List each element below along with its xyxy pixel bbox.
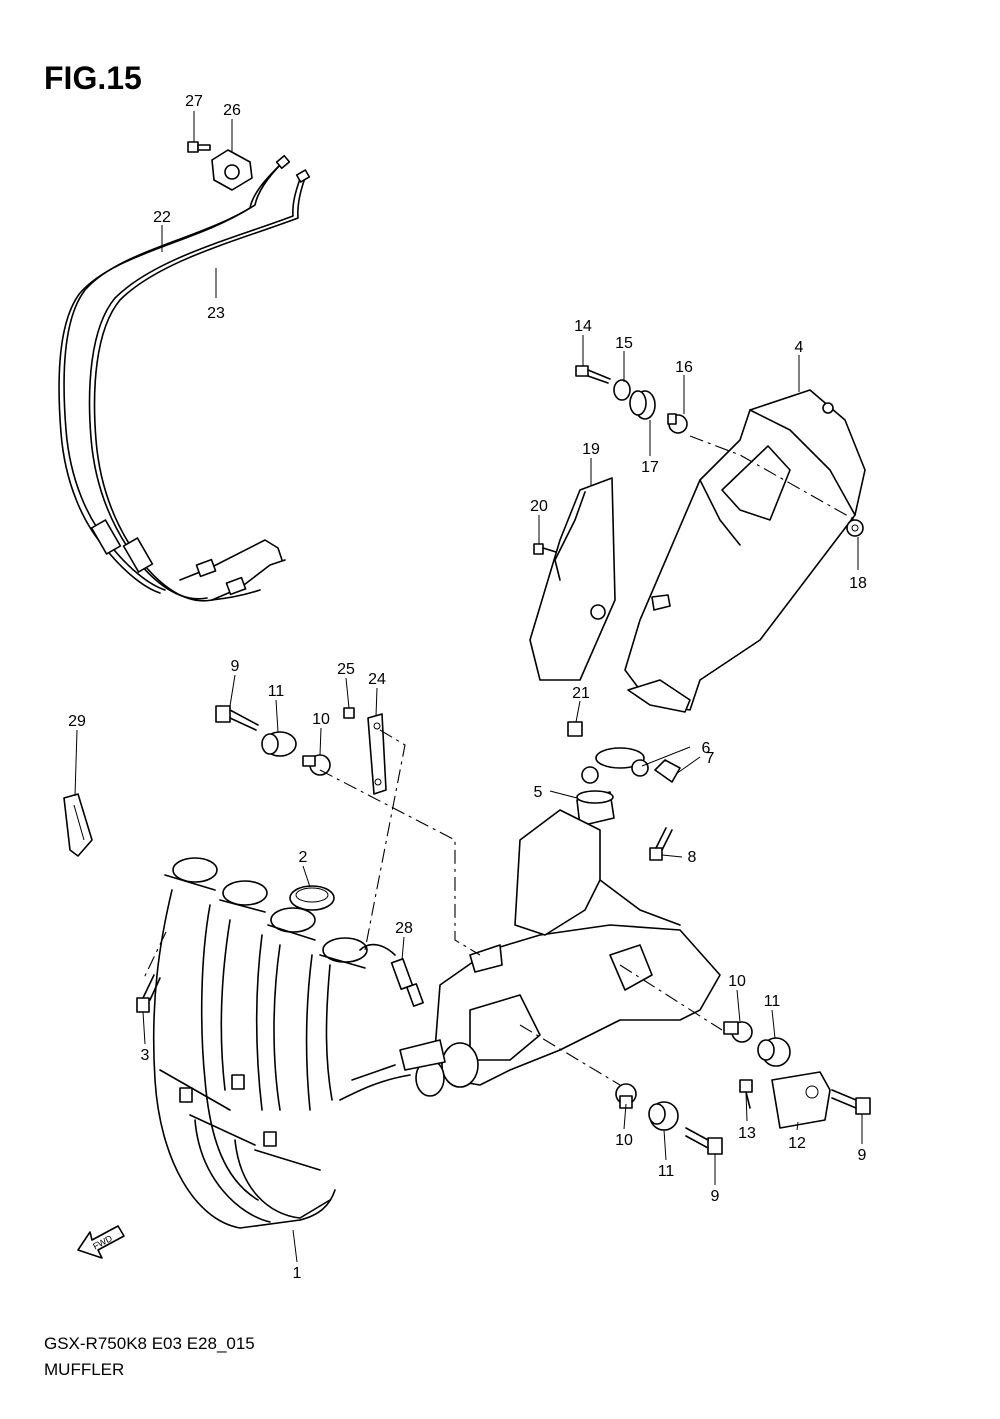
- callout-24: 24: [368, 671, 386, 688]
- callout-labels: 27 26 22 23 14 15 16 4 17 18 19 20 21 6 …: [68, 93, 867, 1282]
- callout-11-lower: 11: [658, 1163, 675, 1180]
- callout-3: 3: [141, 1047, 150, 1064]
- callout-29: 29: [68, 713, 86, 730]
- grommet-11-upper[interactable]: [261, 731, 297, 757]
- collar-16[interactable]: [667, 413, 688, 434]
- callout-7: 7: [706, 750, 715, 767]
- callout-19: 19: [582, 441, 600, 458]
- collar-10-right[interactable]: [723, 1021, 753, 1043]
- callout-12: 12: [788, 1135, 806, 1152]
- bolt-9-upper[interactable]: [215, 705, 259, 731]
- cable-adjuster-ends: [90, 519, 286, 601]
- bolt-14[interactable]: [575, 365, 611, 384]
- exhaust-pipe-assembly-1[interactable]: [152, 857, 411, 1229]
- bracket-12[interactable]: [771, 1071, 831, 1129]
- callout-20: 20: [530, 498, 548, 515]
- callout-25: 25: [337, 661, 355, 678]
- callout-9-lower: 9: [711, 1188, 720, 1205]
- bracket-24[interactable]: [367, 713, 387, 795]
- callout-5: 5: [534, 784, 543, 801]
- gasket-2[interactable]: [289, 885, 335, 911]
- callout-16: 16: [675, 359, 693, 376]
- callout-9-upper: 9: [231, 658, 240, 675]
- throttle-cable-23[interactable]: [88, 169, 311, 602]
- callout-8: 8: [688, 849, 697, 866]
- grommet-17[interactable]: [629, 390, 656, 420]
- bolt-9-right[interactable]: [831, 1089, 871, 1115]
- callout-18: 18: [849, 575, 867, 592]
- clamp-6[interactable]: [581, 747, 649, 784]
- fwd-arrow-icon: FWD: [77, 1225, 125, 1259]
- callout-22: 22: [153, 209, 171, 226]
- callout-27: 27: [185, 93, 203, 110]
- leader-lines: [74, 111, 863, 1263]
- nut-25[interactable]: [343, 707, 355, 719]
- callout-11-upper: 11: [268, 683, 285, 700]
- callout-10-lower: 10: [615, 1132, 633, 1149]
- washer-15[interactable]: [613, 379, 631, 401]
- bolt-20[interactable]: [533, 543, 557, 555]
- bolt-27[interactable]: [187, 141, 211, 153]
- o2-sensor-28[interactable]: [359, 943, 424, 1007]
- figure-title: FIG.15: [44, 60, 142, 96]
- strap-29[interactable]: [63, 793, 93, 857]
- heat-cover-19[interactable]: [529, 477, 616, 681]
- drawing-code: GSX-R750K8 E03 E28_015: [44, 1334, 255, 1353]
- callout-1: 1: [293, 1265, 302, 1282]
- callout-9-right: 9: [858, 1147, 867, 1164]
- callout-28: 28: [395, 920, 413, 937]
- callout-14: 14: [574, 318, 592, 335]
- muffler-4[interactable]: [624, 389, 866, 713]
- bolt-8[interactable]: [649, 827, 673, 861]
- callout-10-upper: 10: [312, 711, 330, 728]
- callout-10-right: 10: [728, 973, 746, 990]
- callout-23: 23: [207, 305, 225, 322]
- nut-21[interactable]: [567, 721, 583, 737]
- callout-21: 21: [572, 685, 590, 702]
- bracket-7[interactable]: [654, 759, 681, 783]
- assembly-lines: [142, 729, 723, 1086]
- bolt-9-lower[interactable]: [685, 1127, 723, 1155]
- gasket-5[interactable]: [576, 790, 615, 827]
- nut-18[interactable]: [846, 519, 864, 537]
- throttle-pulley-cover-26[interactable]: [211, 149, 253, 191]
- collar-10-upper[interactable]: [302, 754, 331, 776]
- drawing-name: MUFFLER: [44, 1360, 125, 1379]
- callout-2: 2: [299, 849, 308, 866]
- grommet-11-right[interactable]: [757, 1037, 791, 1067]
- callout-26: 26: [223, 102, 241, 119]
- callout-13: 13: [738, 1125, 756, 1142]
- callout-6: 6: [702, 740, 711, 757]
- grommet-11-lower[interactable]: [648, 1101, 679, 1131]
- exhaust-chamber: [351, 809, 721, 1097]
- callout-15: 15: [615, 335, 633, 352]
- callout-4: 4: [795, 339, 804, 356]
- assembly-line-muffler-mount: [689, 435, 856, 521]
- callout-11-right: 11: [764, 993, 781, 1010]
- callout-17: 17: [641, 459, 659, 476]
